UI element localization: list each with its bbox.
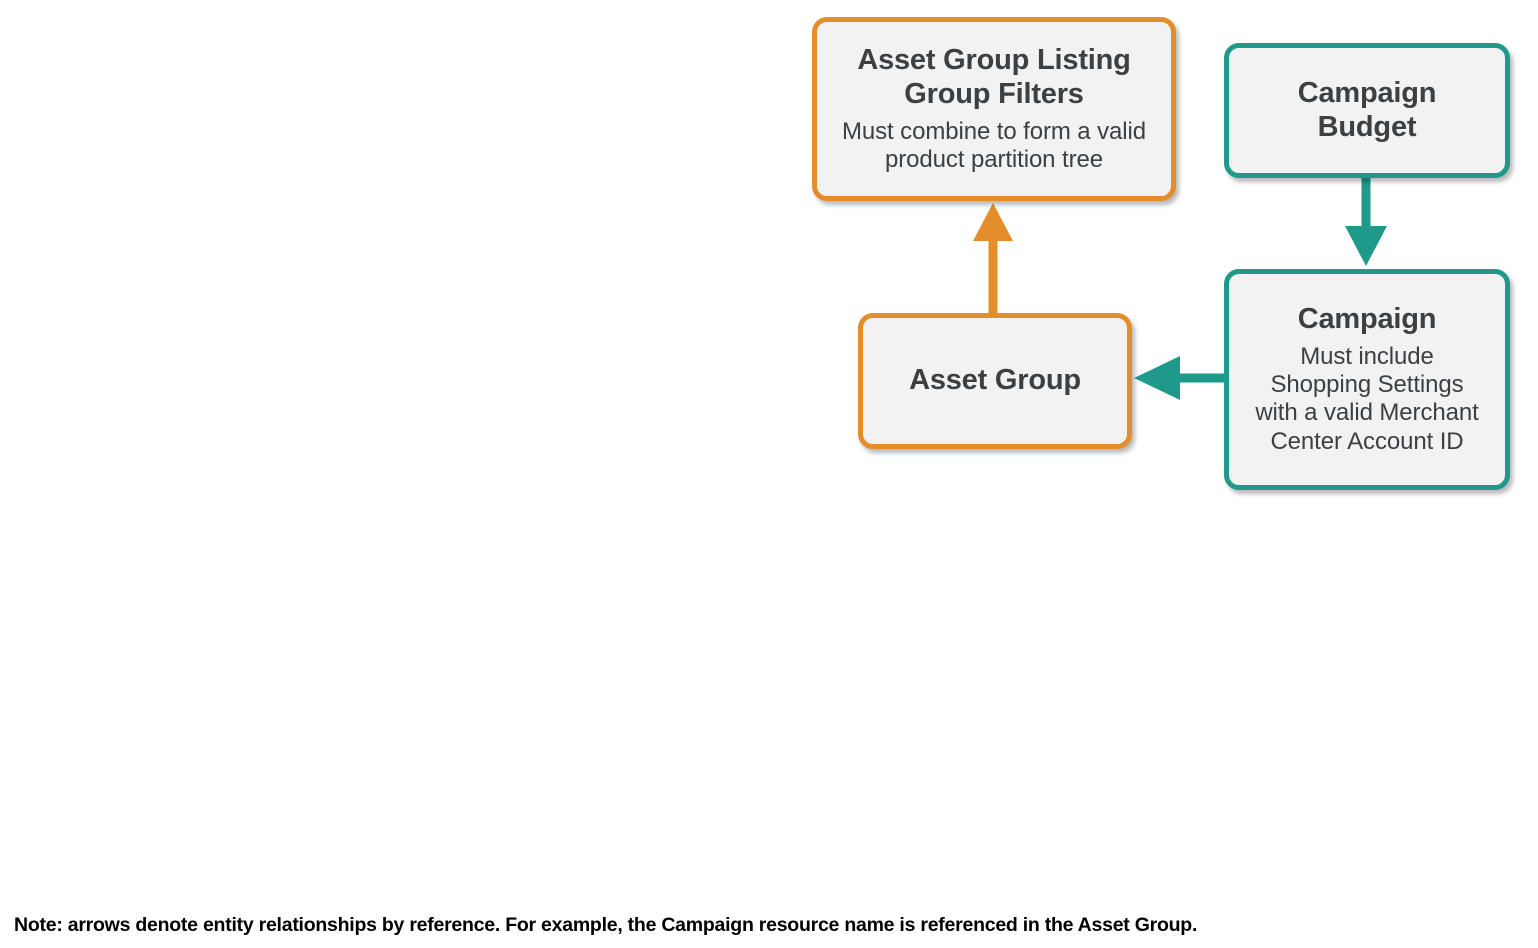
- arrowhead-down-icon: [1345, 226, 1387, 266]
- node-title: Campaign: [1297, 303, 1437, 336]
- edge-asset-group-to-listing-group-filters: [973, 203, 1013, 316]
- arrowhead-left-icon: [1134, 356, 1180, 400]
- node-title: Campaign Budget: [1297, 76, 1437, 143]
- node-subtitle: Must combine to form a valid product par…: [842, 117, 1146, 173]
- node-title: Asset Group: [909, 364, 1081, 397]
- node-subtitle: Must include Shopping Settings with a va…: [1255, 343, 1479, 455]
- edge-campaign-budget-to-campaign: [1345, 175, 1387, 266]
- node-asset-group-listing-group-filters[interactable]: Asset Group Listing Group Filters Must c…: [812, 17, 1176, 201]
- node-campaign-budget[interactable]: Campaign Budget: [1224, 43, 1510, 178]
- footer-note: Note: arrows denote entity relationships…: [14, 914, 1198, 936]
- node-title: Asset Group Listing Group Filters: [857, 44, 1131, 110]
- edge-campaign-to-asset-group: [1134, 356, 1227, 400]
- node-campaign[interactable]: Campaign Must include Shopping Settings …: [1224, 269, 1510, 490]
- arrowhead-up-icon: [973, 203, 1013, 241]
- node-asset-group[interactable]: Asset Group: [858, 313, 1132, 449]
